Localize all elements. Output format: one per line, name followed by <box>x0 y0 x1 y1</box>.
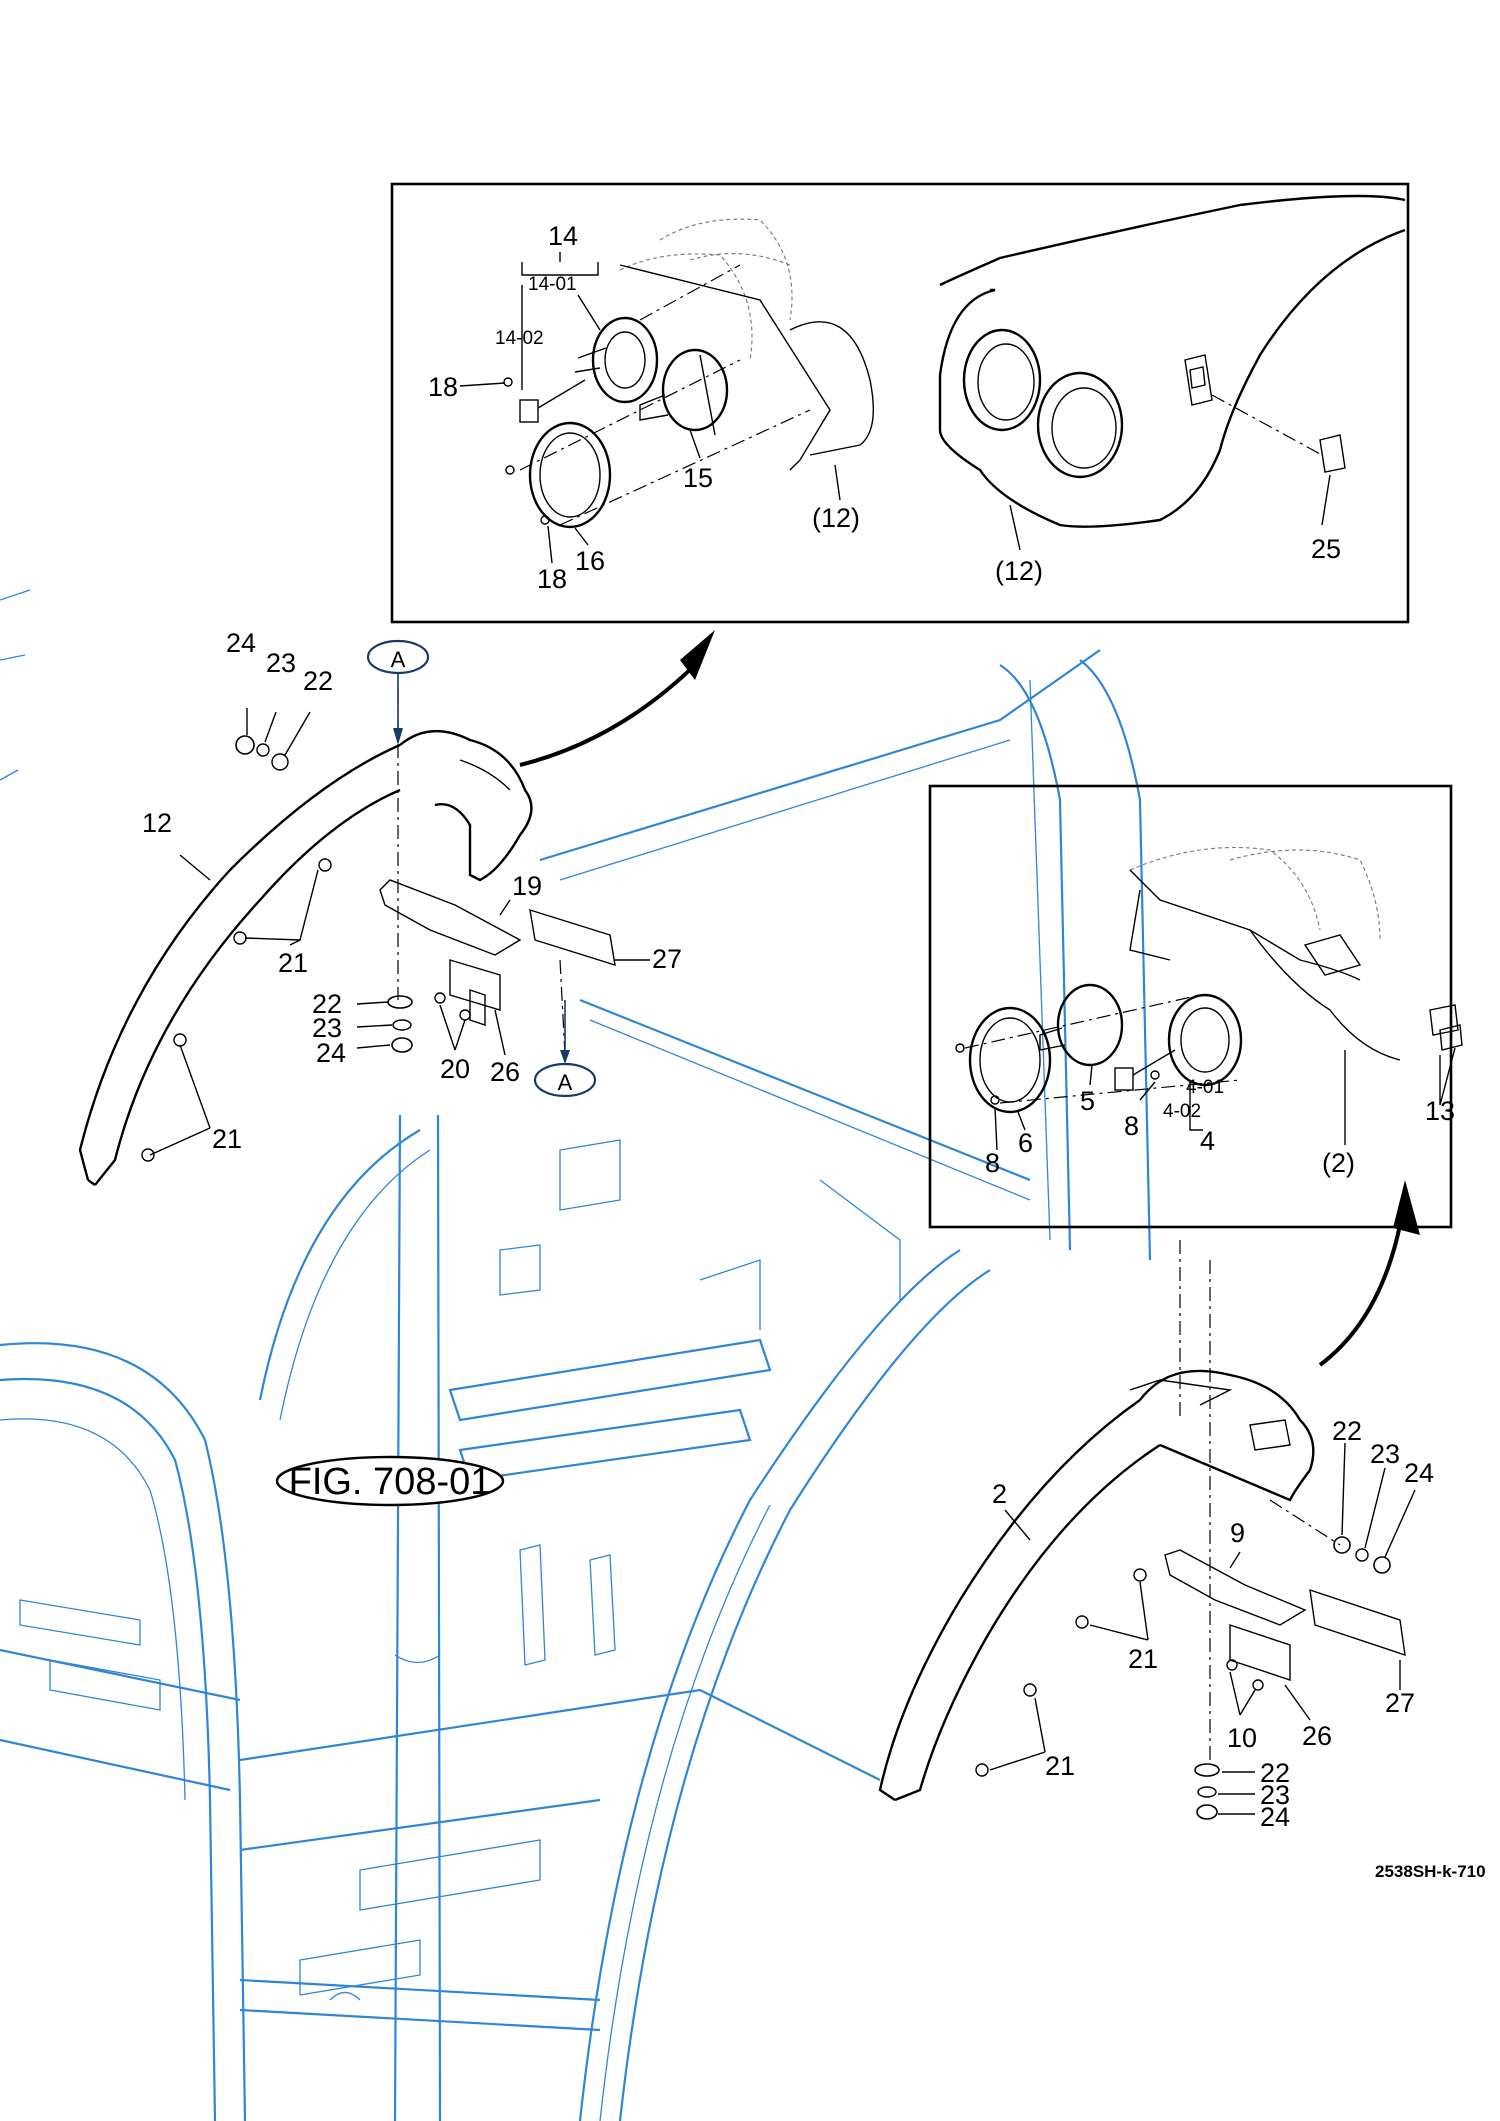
view-marker-bottom: A <box>533 1000 597 1098</box>
callout-24-bottom-left: 24 <box>316 1038 346 1068</box>
callout-6: 6 <box>1018 1128 1033 1158</box>
callout-14-02: 14-02 <box>495 328 544 349</box>
callout-8-right: 8 <box>1124 1111 1139 1141</box>
callout-12-ref-b: (12) <box>995 556 1043 586</box>
callout-22-top-left: 22 <box>303 666 333 696</box>
callout-24-top-right: 24 <box>1404 1458 1434 1488</box>
callout-18-lower: 18 <box>537 564 567 594</box>
callout-4: 4 <box>1200 1126 1215 1156</box>
drawing-code: 2538SH-k-710 <box>1375 1862 1486 1881</box>
callout-22-top-right: 22 <box>1332 1416 1362 1446</box>
callout-15: 15 <box>683 463 713 493</box>
callout-19: 19 <box>512 871 542 901</box>
detail-view-left <box>390 182 1410 624</box>
view-marker-top-letter: A <box>391 647 406 672</box>
callout-25: 25 <box>1311 534 1341 564</box>
callout-2: 2 <box>992 1479 1007 1509</box>
callout-20: 20 <box>440 1054 470 1084</box>
callout-14-01: 14-01 <box>528 274 577 295</box>
callout-12: 12 <box>142 808 172 838</box>
callout-21-low-right: 21 <box>1045 1751 1075 1781</box>
figure-reference-text: FIG. 708-01 <box>289 1461 492 1503</box>
callout-21-mid-right: 21 <box>1128 1644 1158 1674</box>
callout-12-ref-a: (12) <box>812 503 860 533</box>
callout-8-left: 8 <box>985 1148 1000 1178</box>
callout-23-bottom-right: 23 <box>1260 1780 1290 1810</box>
callout-4-02: 4-02 <box>1163 1101 1201 1122</box>
callout-26-left: 26 <box>490 1057 520 1087</box>
callout-23-top-left: 23 <box>266 648 296 678</box>
callout-24-bottom-right: 24 <box>1260 1802 1290 1832</box>
callout-21-mid-left: 21 <box>278 948 308 978</box>
figure-reference: FIG. 708-01 <box>275 1455 505 1507</box>
callout-26-right: 26 <box>1302 1721 1332 1751</box>
callout-27-right: 27 <box>1385 1688 1415 1718</box>
callout-2-ref: (2) <box>1322 1148 1355 1178</box>
callout-27-left: 27 <box>652 944 682 974</box>
callout-5: 5 <box>1080 1086 1095 1116</box>
callout-14: 14 <box>548 221 578 251</box>
callout-23-bottom-left: 23 <box>312 1013 342 1043</box>
callout-22-bottom-right: 22 <box>1260 1758 1290 1788</box>
callout-18-upper: 18 <box>428 372 458 402</box>
callout-21-low-left: 21 <box>212 1124 242 1154</box>
view-marker-top: A <box>366 639 430 745</box>
callout-13: 13 <box>1425 1096 1455 1126</box>
callout-4-01: 4-01 <box>1186 1077 1224 1098</box>
view-marker-bottom-letter: A <box>558 1070 573 1095</box>
callout-9: 9 <box>1230 1518 1245 1548</box>
callout-16: 16 <box>575 546 605 576</box>
detail-view-right <box>928 784 1463 1229</box>
left-fender-assembly <box>78 630 715 1186</box>
callout-23-top-right: 23 <box>1370 1439 1400 1469</box>
callout-10: 10 <box>1227 1723 1257 1753</box>
callout-24-top-left: 24 <box>226 628 256 658</box>
right-fender-assembly <box>878 1180 1420 1820</box>
callout-22-bottom-left: 22 <box>312 989 342 1019</box>
cab-frame <box>0 589 1152 2121</box>
